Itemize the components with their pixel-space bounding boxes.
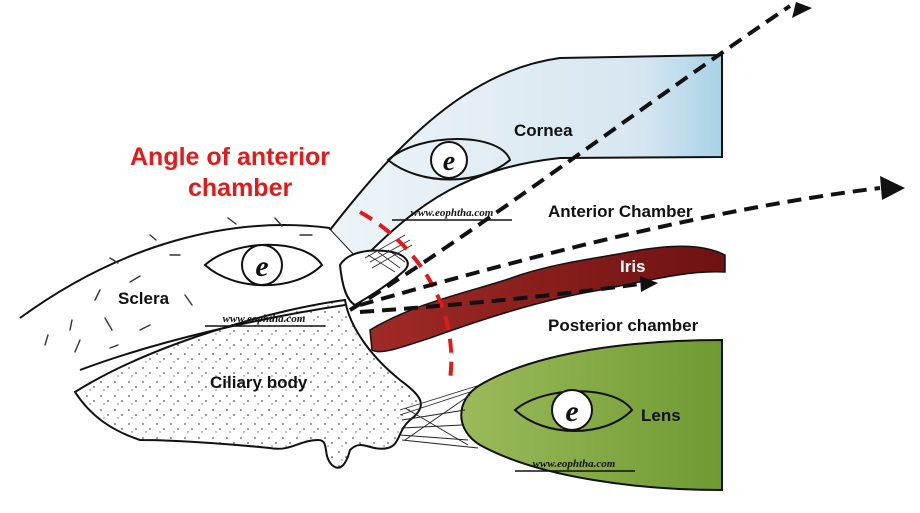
- iris-label: Iris: [620, 257, 646, 276]
- watermark-letter: e: [255, 250, 268, 283]
- angle-title-line2: chamber: [188, 174, 292, 202]
- watermark-letter: e: [443, 146, 455, 177]
- posterior-chamber-label: Posterior chamber: [548, 316, 699, 335]
- iris-shape: [370, 246, 725, 351]
- watermark-url: www.eophtha.com: [411, 207, 494, 219]
- lens-label: Lens: [641, 406, 681, 425]
- ciliary-body-label: Ciliary body: [210, 373, 308, 392]
- angle-title-line1: Angle of anterior: [130, 143, 330, 171]
- sclera-label: Sclera: [118, 289, 170, 308]
- arrowhead-upper: [792, 2, 812, 18]
- watermark-letter: e: [565, 395, 578, 428]
- arrowhead-middle: [880, 176, 905, 200]
- cornea-label: Cornea: [514, 121, 573, 140]
- watermark-url: www.eophtha.com: [533, 458, 616, 470]
- watermark-url: www.eophtha.com: [223, 313, 306, 325]
- anterior-chamber-label: Anterior Chamber: [548, 202, 693, 221]
